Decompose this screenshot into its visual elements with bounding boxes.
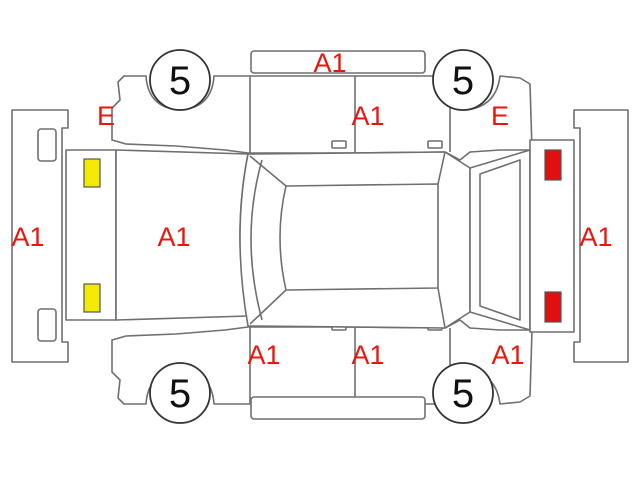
code-left-rear-door: A1 <box>351 101 384 131</box>
wheel-grade: 5 <box>169 59 191 103</box>
code-rear-left-fender: E <box>491 101 509 131</box>
rear-left-light <box>544 149 562 181</box>
damage-codes: A1 E E A1 A1 A1 A1 A1 A1 A1 <box>11 48 612 370</box>
right-side-view <box>111 294 533 420</box>
code-rear-bumper: A1 <box>579 222 612 252</box>
front-left-light <box>83 158 101 188</box>
code-rear-right-fender: A1 <box>491 340 524 370</box>
rocker-bottom <box>250 396 426 420</box>
code-roof-top-side: A1 <box>313 48 346 78</box>
front-face <box>65 149 117 321</box>
wheel-rear-left: 5 <box>432 49 494 111</box>
rear-window <box>469 149 531 331</box>
code-front-left-fender: E <box>97 101 115 131</box>
wheel-grade: 5 <box>452 372 474 416</box>
left-side-view <box>111 50 533 186</box>
cabin <box>239 151 471 329</box>
code-front-right-door: A1 <box>247 340 280 370</box>
rear-right-light <box>544 291 562 323</box>
wheel-front-right: 5 <box>149 362 211 424</box>
front-right-light <box>83 283 101 313</box>
code-hood: A1 <box>157 222 190 252</box>
code-rear-right-door: A1 <box>351 340 384 370</box>
rear-bumper <box>573 109 629 363</box>
wheel-rear-right: 5 <box>432 362 494 424</box>
wheel-grade: 5 <box>452 59 474 103</box>
wheel-grade: 5 <box>169 372 191 416</box>
code-front-bumper: A1 <box>11 222 44 252</box>
rear-face <box>529 139 575 333</box>
front-bumper <box>11 109 69 363</box>
wheel-front-left: 5 <box>149 49 211 111</box>
roof-top <box>250 50 426 74</box>
